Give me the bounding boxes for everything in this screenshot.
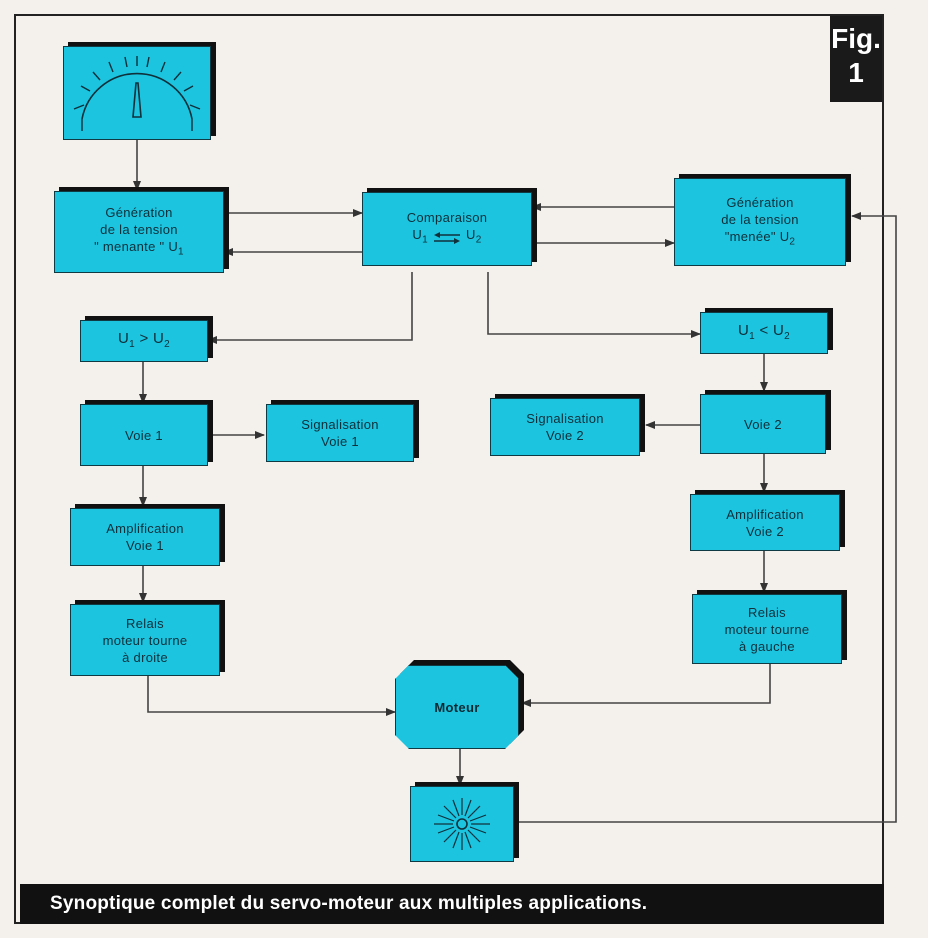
generation-u2-block: Génération de la tension "menée" U2 [674, 178, 846, 266]
sensor-block [410, 786, 514, 862]
figure-caption: Synoptique complet du servo-moteur aux m… [20, 884, 884, 924]
voie-1-block: Voie 1 [80, 404, 208, 466]
meter-gauge-icon [73, 56, 201, 131]
amplification-voie-2-block: Amplification Voie 2 [690, 494, 840, 551]
generation-u1-block: Génération de la tension " menante " U1 [54, 191, 224, 273]
relais-droite-block: Relais moteur tourne à droite [70, 604, 220, 676]
bidirectional-arrows-icon [434, 231, 460, 244]
comparison-block: Comparaison U1 U2 [362, 192, 532, 266]
figure-label: Fig. 1 [830, 16, 882, 102]
signalisation-voie-1-block: Signalisation Voie 1 [266, 404, 414, 462]
amplification-voie-1-block: Amplification Voie 1 [70, 508, 220, 566]
meter-block [63, 46, 211, 140]
relais-gauche-block: Relais moteur tourne à gauche [692, 594, 842, 664]
condition-u1-less-block: U1 < U2 [700, 312, 828, 354]
starburst-sensor-icon [434, 798, 490, 850]
voie-2-block: Voie 2 [700, 394, 826, 454]
motor-block: Moteur [395, 665, 519, 749]
signalisation-voie-2-block: Signalisation Voie 2 [490, 398, 640, 456]
condition-u1-greater-block: U1 > U2 [80, 320, 208, 362]
